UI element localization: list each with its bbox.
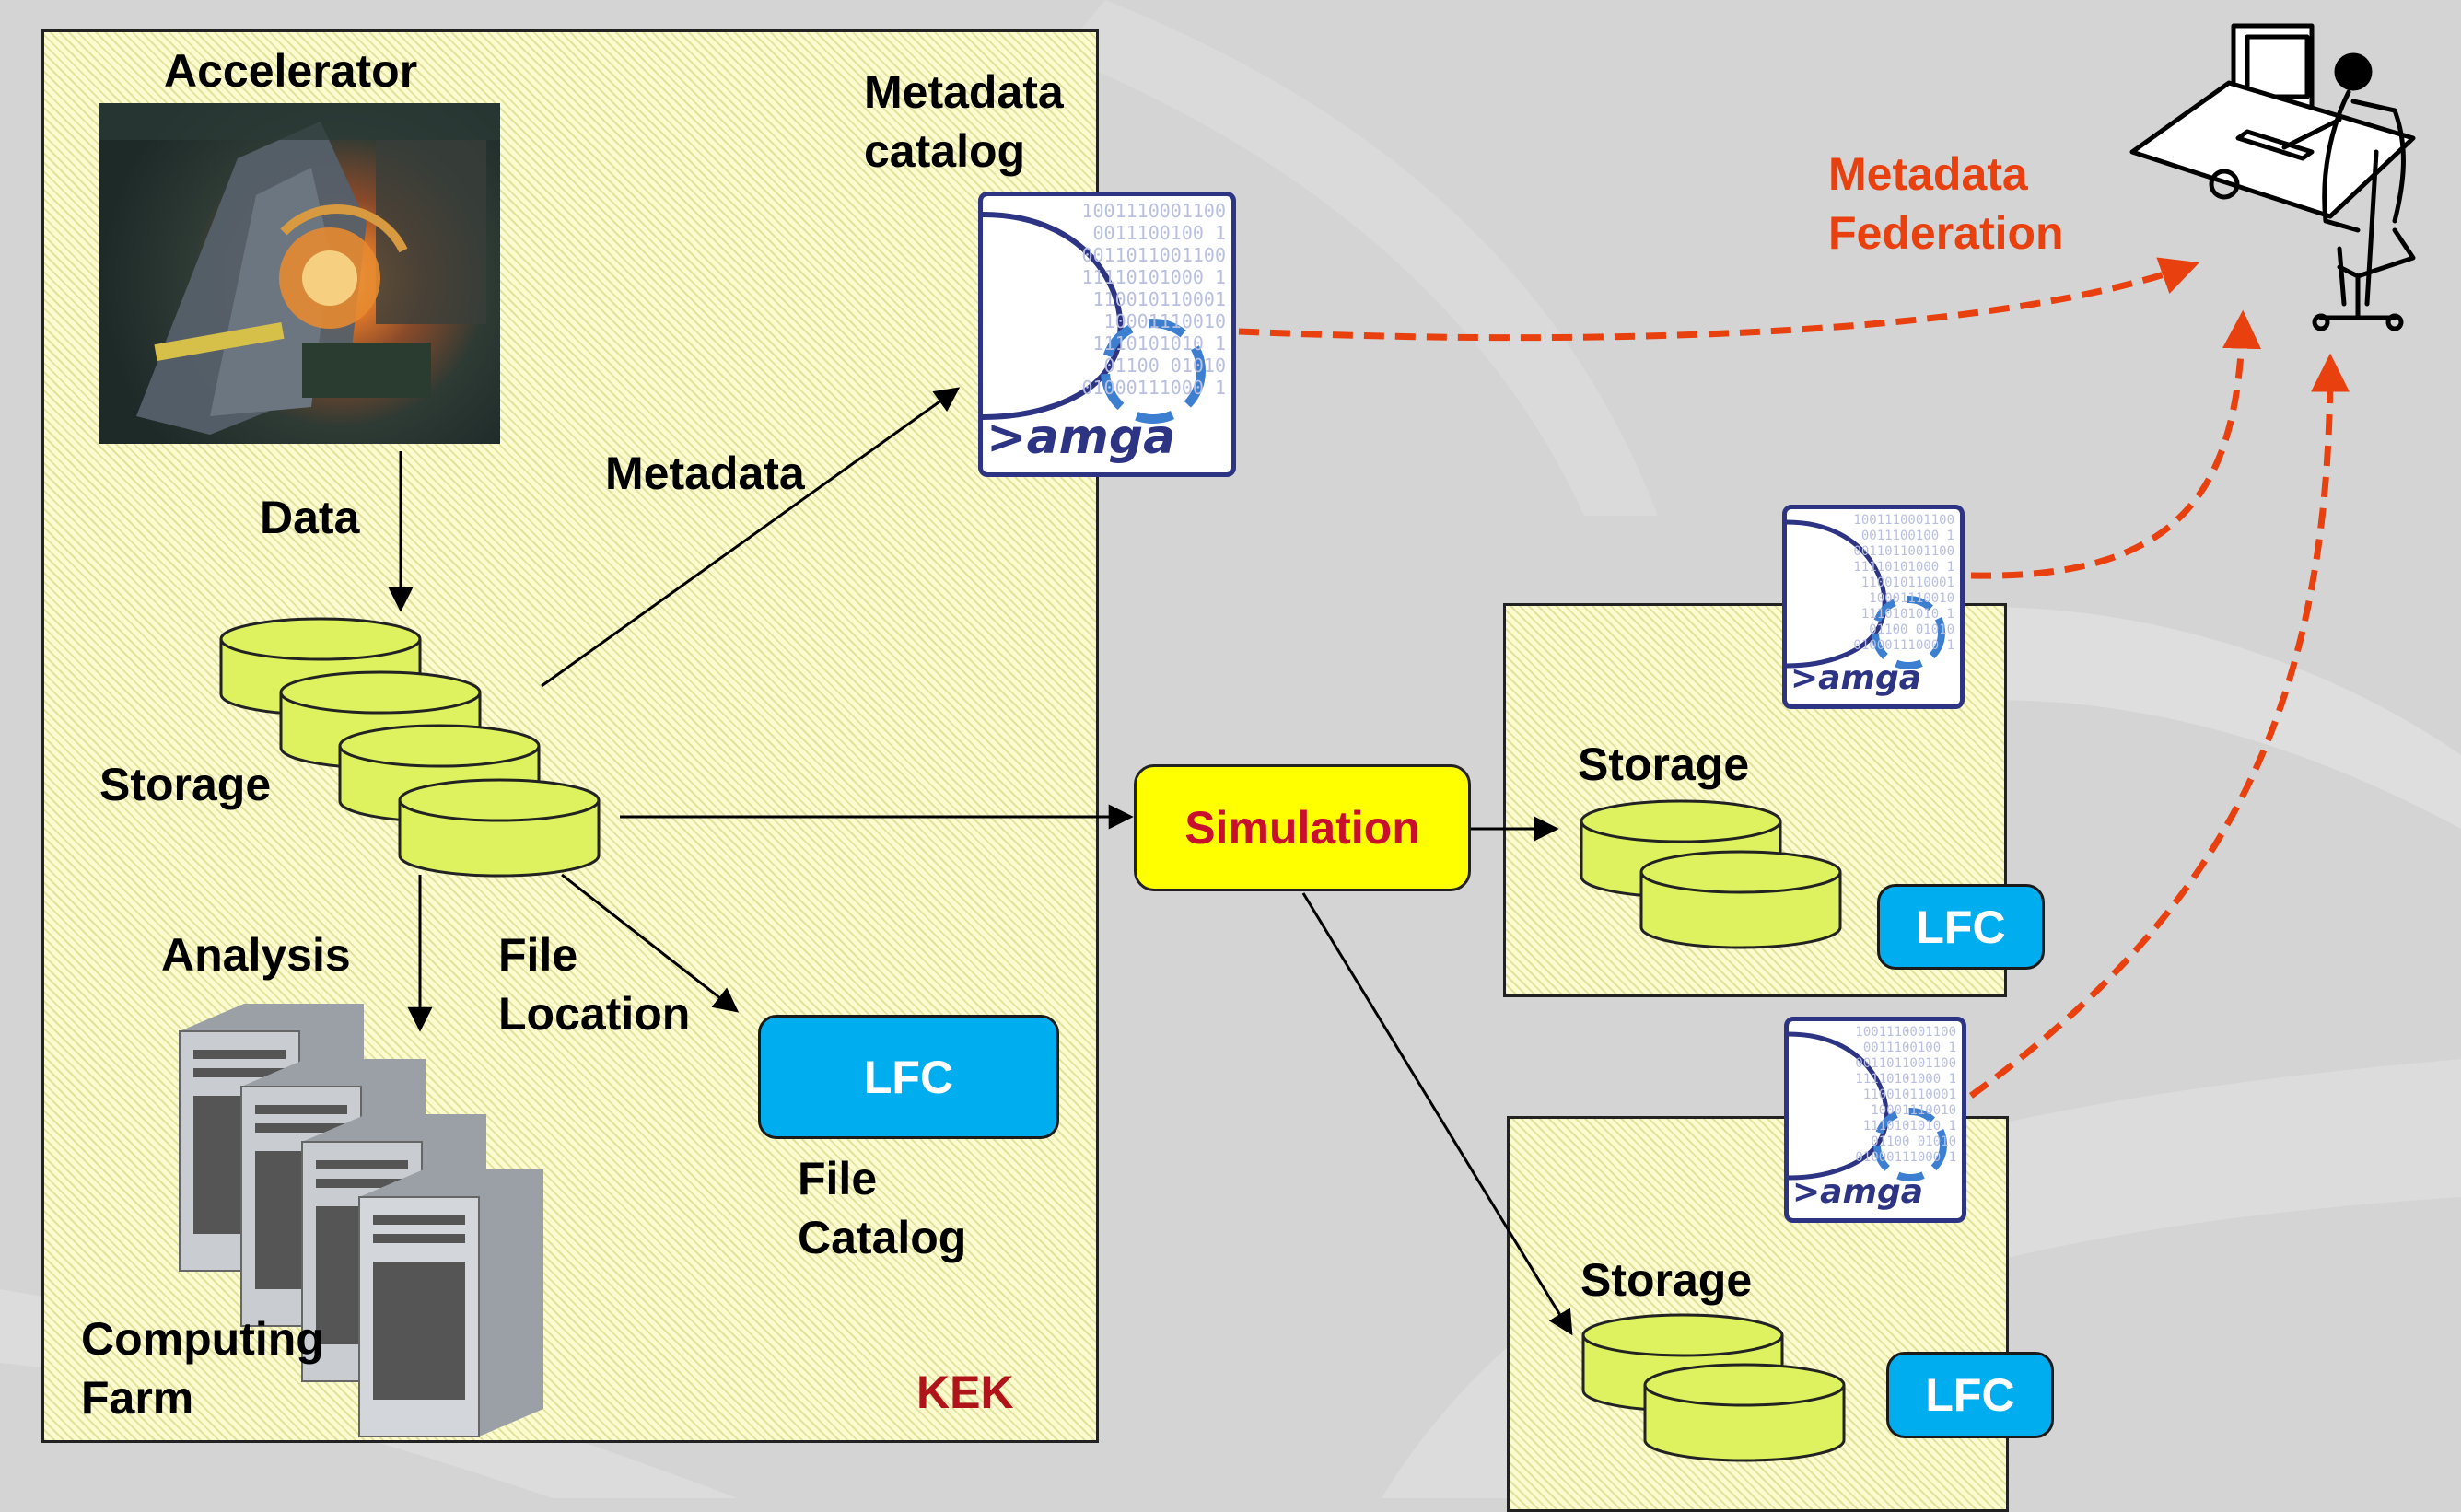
file-location-label-line1: File <box>498 929 578 981</box>
simulation-box: Simulation <box>1134 764 1471 891</box>
amga-logo-icon: 1001110001100 0011100100 1 0011011001100… <box>1782 505 1965 709</box>
amga-logo-icon: 1001110001100 0011100100 1 0011011001100… <box>978 192 1236 477</box>
arrow-storage-to-metadata-catalog <box>541 387 961 688</box>
metadata-label: Metadata <box>605 448 805 499</box>
file-catalog-label-line1: File <box>798 1153 878 1204</box>
file-location-label-line2: Location <box>498 988 691 1040</box>
user-at-computer-icon <box>2129 23 2416 331</box>
federation-arrow-remote1 <box>1970 309 2262 579</box>
computing-farm-label-line2: Farm <box>81 1372 194 1424</box>
kek-site-label: KEK <box>916 1367 1014 1418</box>
remote1-storage-cylinder-2 <box>1639 850 1842 949</box>
remote2-storage-cylinder-2 <box>1643 1363 1846 1462</box>
accelerator-label: Accelerator <box>164 45 418 97</box>
metadata-catalog-label-line2: catalog <box>864 125 1026 177</box>
computing-farm-label-line1: Computing <box>81 1313 324 1365</box>
amga-wordmark: >amga <box>1792 1173 1924 1211</box>
kek-storage-cylinder-4 <box>398 778 601 878</box>
data-label: Data <box>260 492 360 543</box>
accelerator-photo <box>99 103 500 444</box>
remote2-lfc-box: LFC <box>1886 1352 2054 1438</box>
remote2-storage-label: Storage <box>1580 1254 1753 1306</box>
analysis-label: Analysis <box>161 929 351 981</box>
federation-arrow-remote2 <box>1968 353 2350 1099</box>
server-icon <box>179 1004 543 1437</box>
file-catalog-label-line2: Catalog <box>798 1212 967 1263</box>
amga-wordmark: >amga <box>986 410 1176 465</box>
amga-bits-text: 1001110001100 0011100100 1 0011011001100… <box>1081 200 1226 399</box>
federation-label-line2: Federation <box>1828 207 2064 259</box>
kek-lfc-box: LFC <box>758 1015 1059 1139</box>
remote1-storage-label: Storage <box>1578 739 1750 790</box>
amga-bits-text: 1001110001100 0011100100 1 0011011001100… <box>1853 513 1954 653</box>
remote1-lfc-box: LFC <box>1877 884 2045 970</box>
metadata-catalog-label-line1: Metadata <box>864 66 1064 118</box>
amga-wordmark: >amga <box>1790 659 1922 697</box>
arrow-storage-to-lfc <box>561 873 740 1013</box>
federation-label-line1: Metadata <box>1828 148 2028 200</box>
storage-label: Storage <box>99 759 272 810</box>
amga-bits-text: 1001110001100 0011100100 1 0011011001100… <box>1855 1025 1956 1165</box>
amga-logo-icon: 1001110001100 0011100100 1 0011011001100… <box>1784 1017 1966 1223</box>
federation-arrow-kek <box>1238 257 2199 342</box>
arrow-simulation-to-remote2 <box>1301 892 1573 1336</box>
